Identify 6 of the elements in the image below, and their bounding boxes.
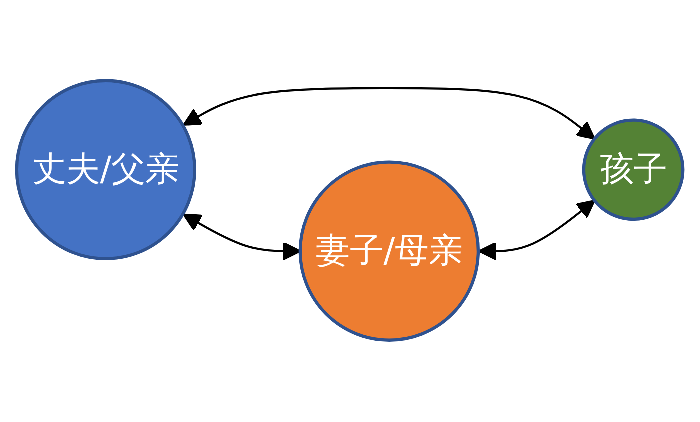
- node-circle: 孩子: [582, 119, 685, 222]
- node-circle: 丈夫/父亲: [15, 80, 197, 261]
- arrow: [183, 214, 302, 261]
- arrow: [478, 200, 596, 261]
- node-circle: 妻子/母亲: [298, 161, 480, 342]
- arrow: [183, 88, 596, 140]
